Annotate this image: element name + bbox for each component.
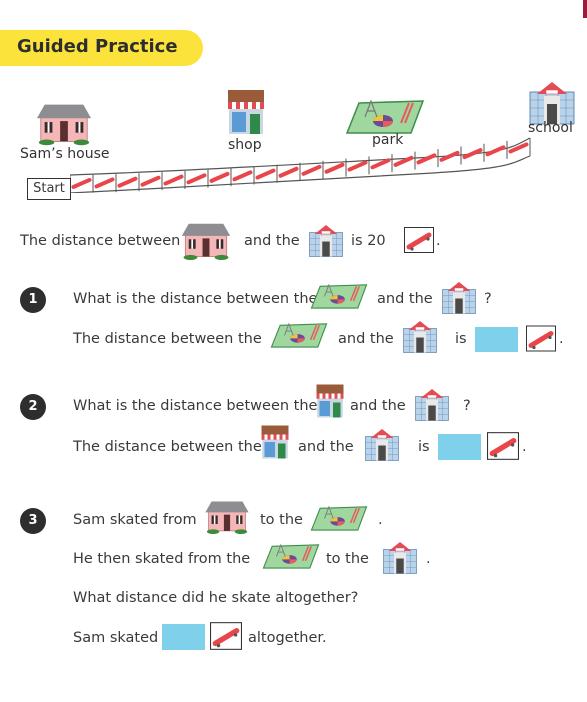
skateboard-segment xyxy=(416,153,437,165)
question-number-1: 1 xyxy=(20,287,46,313)
q3-answer-box[interactable] xyxy=(162,624,205,650)
q2-answer-box[interactable] xyxy=(438,434,481,460)
skateboard-icon xyxy=(526,325,556,352)
q1-answer-box[interactable] xyxy=(475,327,518,352)
school-icon xyxy=(400,318,440,354)
q3-line4-text-b: altogether. xyxy=(248,630,327,646)
school-icon xyxy=(306,222,346,258)
q1-question-text-a: What is the distance between the xyxy=(73,291,318,307)
skateboard-icon xyxy=(210,622,242,650)
school-icon xyxy=(412,386,452,422)
park-icon xyxy=(345,95,425,135)
school-icon xyxy=(439,279,479,315)
intro-period: . xyxy=(436,233,441,249)
skateboard-segment xyxy=(94,177,115,189)
house-icon xyxy=(176,222,236,260)
q3-line2-text-a: He then skated from the xyxy=(73,551,251,567)
page-edge-mark xyxy=(583,0,587,18)
question-number-3: 3 xyxy=(20,508,46,534)
question-number-2: 2 xyxy=(20,394,46,420)
q2-answer-text-a: The distance between the xyxy=(73,439,262,455)
shop-icon xyxy=(226,88,266,136)
intro-text-1: The distance between xyxy=(20,233,181,249)
q2-question-text-b: and the xyxy=(350,398,406,414)
park-icon xyxy=(310,280,368,310)
skateboard-segment xyxy=(186,173,207,185)
park-icon xyxy=(262,540,320,570)
q3-line2-end: . xyxy=(426,551,431,567)
skateboard-segment xyxy=(71,177,92,189)
shop-icon xyxy=(260,424,290,460)
skateboard-segment xyxy=(462,148,483,160)
school-icon xyxy=(527,78,577,126)
skateboard-segment xyxy=(393,155,414,167)
skateboard-segment xyxy=(439,150,460,162)
q1-answer-text-c: is xyxy=(455,331,467,347)
shop-label: shop xyxy=(228,137,262,153)
skateboard-segment xyxy=(485,145,506,157)
skateboard-icon xyxy=(487,432,519,460)
q2-question-end: ? xyxy=(463,398,471,414)
q3-line2-text-b: to the xyxy=(326,551,369,567)
skateboard-segment xyxy=(347,160,368,172)
skateboard-segment xyxy=(209,171,230,183)
intro-text-2: and the xyxy=(244,233,300,249)
skateboard-segment xyxy=(370,158,391,170)
q3-line1-end: . xyxy=(378,512,383,528)
skateboard-segment xyxy=(117,176,138,188)
skateboard-segment xyxy=(163,174,184,186)
q1-answer-text-a: The distance between the xyxy=(73,331,262,347)
q1-question-text-b: and the xyxy=(377,291,433,307)
park-icon xyxy=(270,319,328,349)
start-label: Start xyxy=(27,178,71,200)
intro-text-3: is 20 xyxy=(351,233,386,249)
skateboard-segment xyxy=(324,162,345,174)
park-label: park xyxy=(372,132,404,148)
section-title: Guided Practice xyxy=(17,36,178,57)
q1-answer-text-b: and the xyxy=(338,331,394,347)
q1-answer-end: . xyxy=(559,331,564,347)
section-header xyxy=(0,30,203,66)
q3-line4-text-a: Sam skated xyxy=(73,630,159,646)
skateboard-path xyxy=(70,137,531,193)
skateboard-segment xyxy=(255,168,276,180)
school-icon xyxy=(362,426,402,462)
q1-question-end: ? xyxy=(484,291,492,307)
school-icon xyxy=(380,539,420,575)
skateboard-icon xyxy=(404,227,434,253)
house-label: Sam’s house xyxy=(20,146,110,162)
q2-question-text-a: What is the distance between the xyxy=(73,398,318,414)
skateboard-segment xyxy=(140,175,161,187)
park-icon xyxy=(310,502,368,532)
q3-line1-text-a: Sam skated from xyxy=(73,512,197,528)
skateboard-segment xyxy=(301,164,322,176)
q2-answer-end: . xyxy=(522,439,527,455)
skateboard-segment xyxy=(508,142,529,154)
q3-line3-text: What distance did he skate altogether? xyxy=(73,590,359,606)
q3-line1-text-b: to the xyxy=(260,512,303,528)
q2-answer-text-c: is xyxy=(418,439,430,455)
school-label: school xyxy=(528,120,573,136)
house-icon xyxy=(200,500,254,534)
skateboard-segment xyxy=(232,170,253,182)
q2-answer-text-b: and the xyxy=(298,439,354,455)
shop-icon xyxy=(315,383,345,419)
skateboard-segment xyxy=(278,166,299,178)
